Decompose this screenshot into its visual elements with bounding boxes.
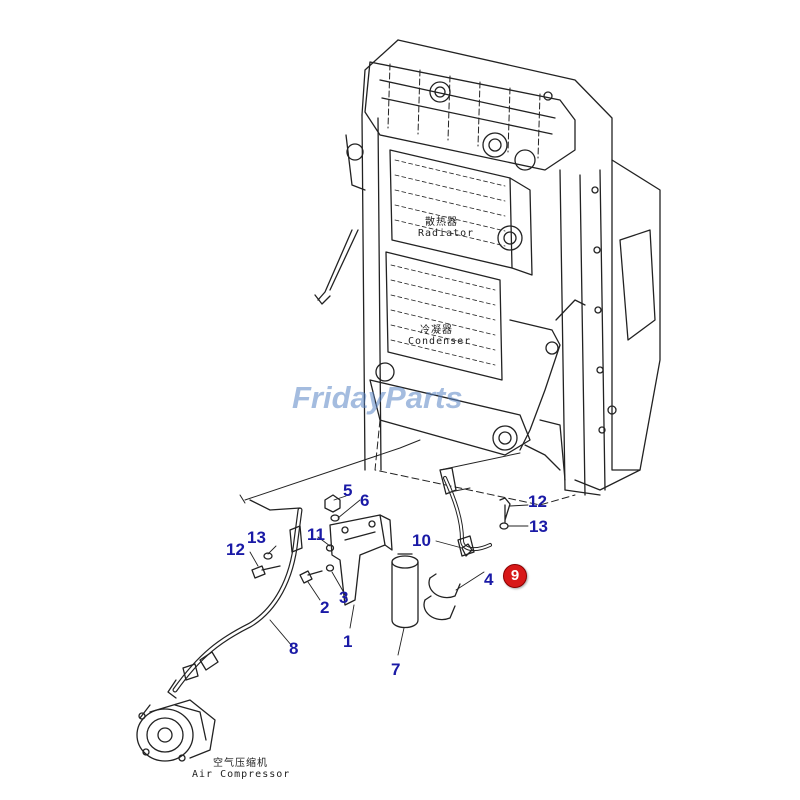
callout-6: 6 <box>360 491 370 510</box>
callout-11: 11 <box>307 525 325 544</box>
condenser-label-en: Condenser <box>408 336 472 347</box>
u-clamps-4 <box>423 573 461 621</box>
callout-9-highlighted: 9 <box>503 564 527 588</box>
callout-12-right: 12 <box>528 492 547 511</box>
radiator-label-cn: 散热器 <box>425 217 458 228</box>
radiator-assembly <box>314 39 661 506</box>
callout-13-right: 13 <box>529 517 548 536</box>
callout-7: 7 <box>391 660 401 679</box>
bracket-1 <box>329 514 393 606</box>
radiator-label-en: Radiator <box>418 228 475 239</box>
callout-8: 8 <box>289 639 299 658</box>
leader-lines <box>249 495 529 656</box>
watermark-logo: FridayParts <box>292 380 463 415</box>
callout-13-left: 13 <box>247 528 266 547</box>
callout-3: 3 <box>339 588 349 607</box>
hose-8 <box>167 499 303 699</box>
fasteners <box>251 494 511 584</box>
compressor-label-en: Air Compressor <box>192 769 291 780</box>
callout-12-left: 12 <box>226 540 245 559</box>
callout-1: 1 <box>343 632 353 651</box>
compressor-label-cn: 空气压缩机 <box>213 758 268 769</box>
callout-2: 2 <box>320 598 330 617</box>
receiver-drier-7 <box>391 553 419 629</box>
callout-5: 5 <box>343 481 353 500</box>
callout-4: 4 <box>484 570 494 589</box>
hose-10 <box>439 467 492 557</box>
callout-10: 10 <box>412 531 431 550</box>
condenser-label-cn: 冷凝器 <box>420 325 453 336</box>
air-compressor <box>136 699 216 762</box>
